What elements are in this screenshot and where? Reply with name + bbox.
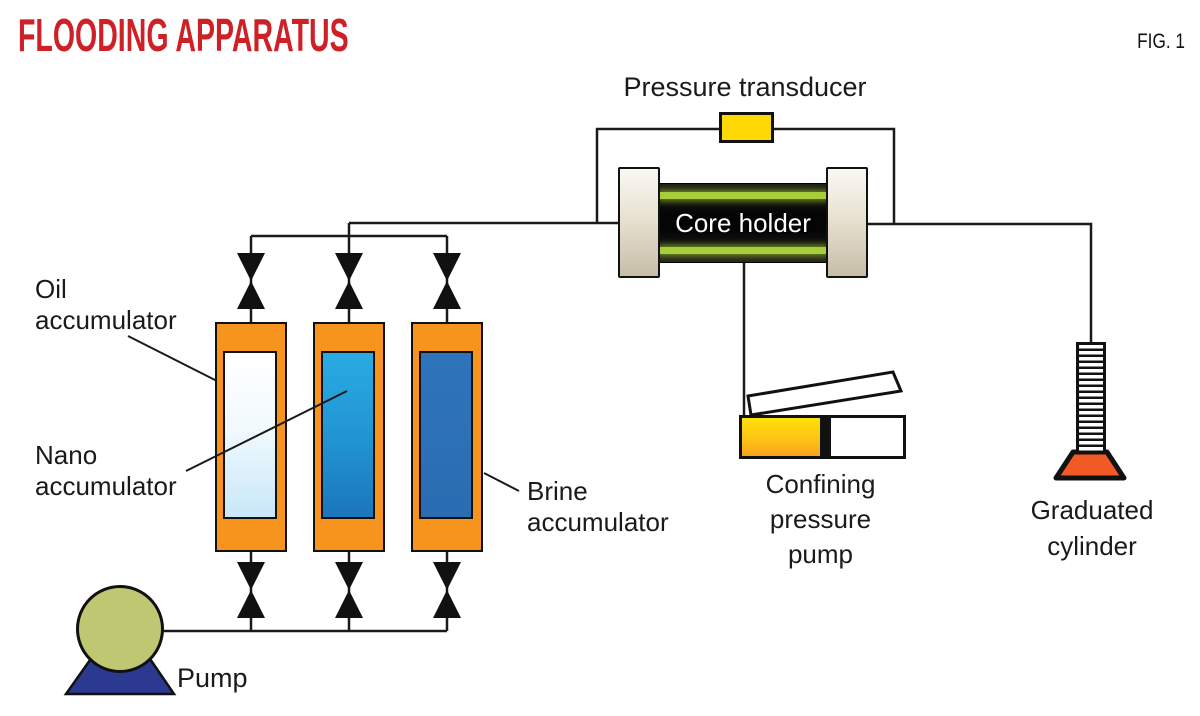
core-holder-end-cap-left <box>618 167 660 278</box>
valve-icon <box>237 253 265 309</box>
valves <box>237 253 461 618</box>
label-line: accumulator <box>527 507 669 537</box>
brine-pointer-line <box>483 472 520 492</box>
label-line: Oil <box>35 274 67 304</box>
label-line: Nano <box>35 440 98 470</box>
label-line: Brine <box>527 476 588 506</box>
valve-icon <box>433 253 461 309</box>
valve-icon <box>237 562 265 618</box>
core-holder: Core holder <box>658 183 828 263</box>
nano-accumulator-fill <box>321 351 375 519</box>
confining-pump-barrel <box>828 415 906 459</box>
brine-accumulator-fill <box>419 351 473 519</box>
core-holder-stripe <box>659 192 827 199</box>
label-line: accumulator <box>35 471 177 501</box>
oil-accumulator <box>215 322 287 552</box>
label-line: Confining <box>765 469 876 499</box>
nano-accumulator-label: Nano accumulator <box>35 440 177 502</box>
oil-accumulator-label: Oil accumulator <box>35 274 177 336</box>
label-line: pump <box>787 539 854 569</box>
graduated-cylinder-base <box>1053 449 1127 481</box>
core-holder-end-cap-right <box>826 167 868 278</box>
label-line: accumulator <box>35 305 177 335</box>
figure-number: FIG. 1 <box>1137 30 1185 53</box>
label-line: pressure <box>769 504 872 534</box>
core-holder-stripe <box>659 247 827 254</box>
confining-pump-label: Confining pressure pump <box>748 467 893 572</box>
confining-pump-piston <box>739 415 823 459</box>
valve-icon <box>433 562 461 618</box>
pipe-core-to-cylinder <box>864 222 1093 344</box>
graduated-cylinder <box>1076 342 1106 454</box>
label-line: Graduated <box>1030 495 1154 525</box>
nano-accumulator <box>313 322 385 552</box>
pressure-transducer <box>719 112 774 143</box>
brine-accumulator-label: Brine accumulator <box>527 476 669 538</box>
oil-accumulator-fill <box>223 351 277 519</box>
label-line: cylinder <box>1047 531 1137 561</box>
pump-label: Pump <box>177 663 248 693</box>
page-title: FLOODING APPARATUS <box>18 9 349 61</box>
oil-pointer-line <box>127 335 218 382</box>
core-holder-label: Core holder <box>675 207 811 238</box>
nano-pointer-line <box>185 390 348 472</box>
pressure-transducer-label: Pressure transducer <box>623 72 867 102</box>
brine-accumulator <box>411 322 483 552</box>
graduated-cylinder-label: Graduated cylinder <box>1018 492 1166 564</box>
pump <box>76 585 164 673</box>
valve-icon <box>335 253 363 309</box>
confining-pump-lever <box>746 370 904 417</box>
valve-icon <box>335 562 363 618</box>
confining-pump-divider <box>820 415 831 459</box>
